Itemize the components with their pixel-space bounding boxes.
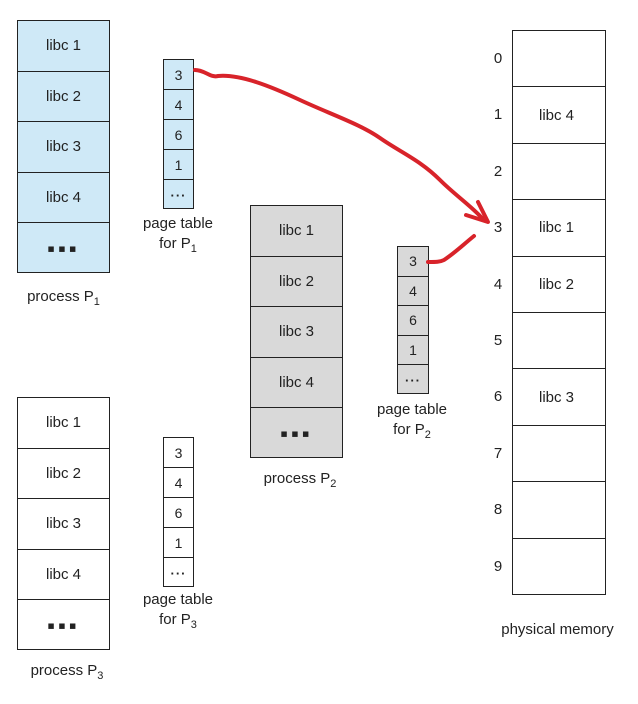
page-table-p3-label: page table for P3 xyxy=(130,590,226,635)
process-p3-label-main: process P xyxy=(30,662,98,679)
frame-number-3: 3 xyxy=(493,219,503,236)
process-p1-label: process P1 xyxy=(12,287,115,312)
frame-number-9: 9 xyxy=(493,558,503,575)
page-table-p3-entry-1: 4 xyxy=(164,468,193,498)
process-p1-label-sub: 1 xyxy=(93,296,100,308)
page-table-p1-label-line2: for P1 xyxy=(159,235,197,255)
memory-frame-6: libc 3 xyxy=(513,369,605,426)
page-table-p2: 3 4 6 1 ··· xyxy=(397,246,429,394)
process-p3-page-3: libc 4 xyxy=(18,550,109,601)
page-table-p3-label-line2: for P3 xyxy=(159,611,197,631)
process-p1-page-more: ▪▪▪ xyxy=(47,235,80,261)
arrowhead-p1 xyxy=(464,200,490,224)
process-p3-label-sub: 3 xyxy=(97,670,104,682)
process-p2-label-sub: 2 xyxy=(330,478,337,490)
page-table-p1-entry-more: ··· xyxy=(170,187,187,203)
page-table-p3-label-sub: 3 xyxy=(190,619,197,631)
memory-frame-3: libc 1 xyxy=(513,200,605,257)
page-table-p2-label: page table for P2 xyxy=(364,400,460,445)
page-table-p1-entry-0: 3 xyxy=(164,60,193,90)
memory-frame-1: libc 4 xyxy=(513,87,605,144)
page-table-p2-entry-2: 6 xyxy=(398,306,428,336)
physical-memory-label: physical memory xyxy=(501,621,614,638)
process-p2-page-2: libc 3 xyxy=(251,307,342,358)
page-table-p2-label-line2: for P2 xyxy=(393,421,431,441)
process-p1-page-2: libc 3 xyxy=(18,122,109,173)
process-p3-page-2: libc 3 xyxy=(18,499,109,550)
frame-number-8: 8 xyxy=(493,501,503,518)
process-p1-page-1: libc 2 xyxy=(18,72,109,123)
frame-number-0: 0 xyxy=(493,50,503,67)
page-table-p2-entry-more: ··· xyxy=(405,372,421,388)
page-table-p1-entry-3: 1 xyxy=(164,150,193,180)
memory-frame-7 xyxy=(513,426,605,483)
process-p2-label: process P2 xyxy=(245,469,355,494)
physical-memory: libc 4 libc 1 libc 2 libc 3 xyxy=(512,30,606,595)
process-p3-page-0: libc 1 xyxy=(18,398,109,449)
memory-frame-5 xyxy=(513,313,605,370)
process-p1-label-main: process P xyxy=(27,288,94,305)
process-p3-label: process P3 xyxy=(12,661,122,686)
page-table-p2-entry-1: 4 xyxy=(398,277,428,307)
page-table-p2-entry-0: 3 xyxy=(398,247,428,277)
page-table-p2-label-sub: 2 xyxy=(424,429,431,441)
page-table-p3: 3 4 6 1 ··· xyxy=(163,437,194,587)
process-p3-page-more: ▪▪▪ xyxy=(47,612,80,638)
page-table-p3-entry-more: ··· xyxy=(170,565,187,581)
page-table-p1-label-line1: page table xyxy=(142,215,214,232)
frame-number-6: 6 xyxy=(493,388,503,405)
page-table-p3-entry-2: 6 xyxy=(164,498,193,528)
memory-frame-8 xyxy=(513,482,605,539)
process-p1-page-0: libc 1 xyxy=(18,21,109,72)
frame-number-7: 7 xyxy=(493,445,503,462)
memory-frame-0 xyxy=(513,31,605,88)
arrow-p1-to-frame-3 xyxy=(193,68,484,220)
page-table-p3-entry-0: 3 xyxy=(164,438,193,468)
page-table-p1: 3 4 6 1 ··· xyxy=(163,59,194,209)
page-table-p3-entry-3: 1 xyxy=(164,528,193,558)
page-table-p3-label-line1: page table xyxy=(142,591,214,608)
process-p2-page-1: libc 2 xyxy=(251,257,342,308)
frame-number-2: 2 xyxy=(493,163,503,180)
page-table-p2-entry-3: 1 xyxy=(398,336,428,366)
memory-frame-2 xyxy=(513,144,605,201)
process-p3-page-1: libc 2 xyxy=(18,449,109,500)
memory-frame-4: libc 2 xyxy=(513,257,605,313)
frame-number-4: 4 xyxy=(493,276,503,293)
page-table-p1-entry-1: 4 xyxy=(164,90,193,120)
process-p1-page-3: libc 4 xyxy=(18,173,109,224)
process-p1-stack: libc 1 libc 2 libc 3 libc 4 ▪▪▪ xyxy=(17,20,110,273)
process-p2-page-3: libc 4 xyxy=(251,358,342,409)
process-p2-page-0: libc 1 xyxy=(251,206,342,257)
page-table-p2-label-line1: page table xyxy=(376,401,448,418)
frame-number-1: 1 xyxy=(493,106,503,123)
page-table-p1-label-sub: 1 xyxy=(190,243,197,255)
frame-number-5: 5 xyxy=(493,332,503,349)
process-p2-label-main: process P xyxy=(263,470,331,487)
process-p2-stack: libc 1 libc 2 libc 3 libc 4 ▪▪▪ xyxy=(250,205,343,458)
arrow-p2-to-frame-3 xyxy=(426,234,476,264)
page-table-p1-label: page table for P1 xyxy=(130,214,226,259)
page-table-p1-entry-2: 6 xyxy=(164,120,193,150)
process-p2-page-more: ▪▪▪ xyxy=(280,420,313,446)
process-p3-stack: libc 1 libc 2 libc 3 libc 4 ▪▪▪ xyxy=(17,397,110,650)
